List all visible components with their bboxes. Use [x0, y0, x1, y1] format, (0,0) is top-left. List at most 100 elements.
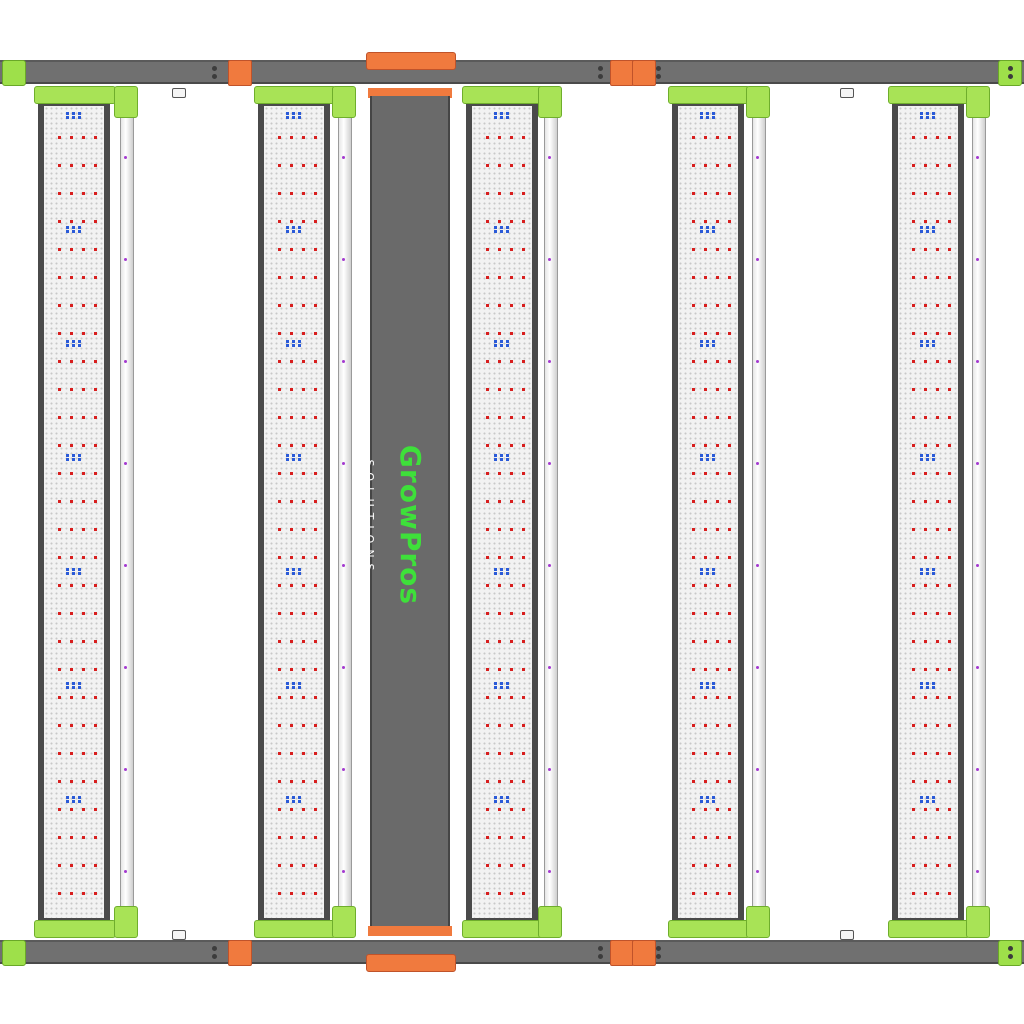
brand-wordmark: GrowPros — [394, 444, 427, 606]
blue-led — [66, 572, 69, 575]
red-led — [70, 304, 73, 307]
blue-led — [920, 568, 923, 571]
red-led — [498, 332, 501, 335]
uv-led — [342, 360, 345, 363]
red-led — [704, 248, 707, 251]
blue-led — [66, 686, 69, 689]
red-led — [94, 528, 97, 531]
red-led — [278, 304, 281, 307]
red-led — [302, 360, 305, 363]
red-led — [82, 892, 85, 895]
red-led — [486, 836, 489, 839]
blue-led — [494, 796, 497, 799]
red-led — [486, 360, 489, 363]
red-led — [704, 892, 707, 895]
red-led — [704, 304, 707, 307]
blue-led — [706, 112, 709, 115]
red-led — [510, 640, 513, 643]
blue-led — [292, 568, 295, 571]
led-light-bar — [254, 86, 336, 938]
red-led — [314, 640, 317, 643]
red-led — [82, 304, 85, 307]
red-led — [948, 444, 951, 447]
blue-led — [706, 800, 709, 803]
red-led — [912, 444, 915, 447]
red-led — [278, 528, 281, 531]
blue-led — [932, 344, 935, 347]
red-led — [486, 864, 489, 867]
red-led — [510, 444, 513, 447]
red-led — [498, 584, 501, 587]
blue-led — [494, 226, 497, 229]
red-led — [522, 640, 525, 643]
blue-led — [78, 344, 81, 347]
uv-led — [756, 156, 759, 159]
uv-led — [548, 360, 551, 363]
red-led — [278, 332, 281, 335]
blue-led — [72, 682, 75, 685]
red-led — [278, 164, 281, 167]
red-led — [948, 276, 951, 279]
red-led — [70, 416, 73, 419]
red-led — [704, 808, 707, 811]
red-led — [716, 192, 719, 195]
uv-led — [342, 462, 345, 465]
red-led — [82, 836, 85, 839]
screw — [1008, 74, 1013, 79]
uv-led — [548, 666, 551, 669]
red-led — [278, 892, 281, 895]
red-led — [498, 500, 501, 503]
red-led — [302, 724, 305, 727]
blue-led — [712, 682, 715, 685]
red-led — [486, 528, 489, 531]
red-led — [82, 724, 85, 727]
blue-led — [286, 572, 289, 575]
red-led — [692, 892, 695, 895]
red-led — [716, 892, 719, 895]
red-led — [498, 808, 501, 811]
blue-led — [932, 568, 935, 571]
blue-led — [706, 686, 709, 689]
red-led — [924, 808, 927, 811]
red-led — [912, 668, 915, 671]
red-led — [302, 752, 305, 755]
blue-led — [78, 116, 81, 119]
blue-led — [72, 112, 75, 115]
red-led — [692, 724, 695, 727]
blue-led — [78, 568, 81, 571]
blue-led — [286, 454, 289, 457]
red-led — [302, 640, 305, 643]
blue-led — [298, 116, 301, 119]
red-led — [716, 164, 719, 167]
red-led — [936, 444, 939, 447]
red-led — [314, 304, 317, 307]
red-led — [704, 752, 707, 755]
red-led — [70, 808, 73, 811]
red-led — [936, 416, 939, 419]
red-led — [912, 808, 915, 811]
led-light-bar — [462, 86, 544, 938]
blue-led — [500, 568, 503, 571]
blue-led — [494, 568, 497, 571]
red-led — [70, 164, 73, 167]
red-led — [510, 696, 513, 699]
blue-led — [926, 112, 929, 115]
uv-side-strip — [538, 86, 562, 938]
red-led — [314, 612, 317, 615]
blue-led — [298, 568, 301, 571]
uv-side-strip — [114, 86, 138, 938]
blue-led — [494, 800, 497, 803]
red-led — [302, 556, 305, 559]
red-led — [58, 864, 61, 867]
red-led — [692, 808, 695, 811]
red-led — [692, 472, 695, 475]
bar-end-cap — [888, 920, 970, 938]
red-led — [936, 556, 939, 559]
red-led — [498, 164, 501, 167]
red-led — [728, 276, 731, 279]
red-led — [302, 332, 305, 335]
uv-tube — [544, 106, 558, 918]
red-led — [498, 220, 501, 223]
red-led — [728, 724, 731, 727]
red-led — [924, 892, 927, 895]
